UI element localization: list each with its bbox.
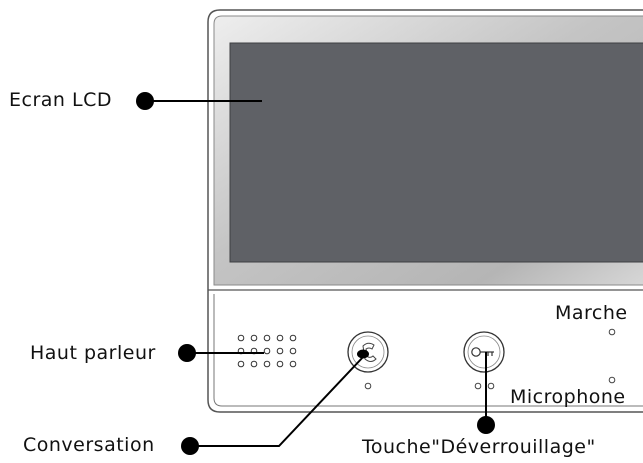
handset-icon: [362, 342, 377, 362]
label-talk: Conversation: [23, 434, 155, 456]
lcd-screen: [229, 42, 643, 263]
key-icon: [471, 347, 494, 357]
speaker-grille: [237, 334, 297, 368]
callout-unlock: [477, 352, 495, 434]
power-led: [608, 328, 616, 336]
label-mic: Microphone: [510, 386, 626, 408]
callout-speaker: [178, 344, 264, 362]
talk-indicator-led: [364, 382, 372, 390]
label-screen: Ecran LCD: [9, 89, 112, 111]
unlock-led-left: [474, 382, 482, 390]
label-unlock: Touche"Déverrouillage": [362, 436, 596, 458]
intercom-unit: [207, 9, 643, 413]
unlock-led-right: [487, 382, 495, 390]
label-power: Marche: [555, 302, 628, 324]
callout-screen: [136, 92, 262, 110]
bottom-panel-edge: [213, 294, 643, 407]
callout-talk: [181, 349, 369, 455]
label-speaker: Haut parleur: [30, 342, 156, 364]
unlock-button[interactable]: [463, 331, 505, 373]
microphone-hole: [608, 376, 616, 384]
